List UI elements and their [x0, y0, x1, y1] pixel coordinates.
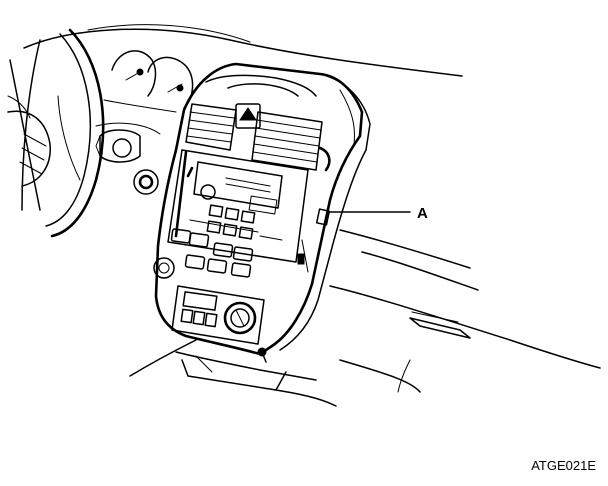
right-air-vent — [251, 111, 331, 172]
center-fascia-panel — [153, 62, 371, 363]
hazard-switch — [235, 103, 261, 129]
left-air-vent — [185, 103, 237, 151]
figure-code: ATGE021E — [531, 458, 596, 473]
audio-head-unit — [167, 149, 309, 263]
retaining-screw — [257, 347, 267, 363]
preset-buttons — [206, 204, 256, 240]
callout-a: A — [329, 205, 428, 222]
lower-console — [129, 339, 337, 407]
instrument-cluster — [103, 50, 194, 113]
heater-control-panel — [171, 285, 265, 345]
passenger-dashboard — [329, 229, 601, 393]
mounting-clip — [297, 208, 331, 273]
audio-control-buttons — [153, 228, 254, 279]
steering-wheel — [7, 28, 105, 238]
left-switch-panel — [95, 122, 161, 195]
callout-a-label: A — [417, 205, 428, 222]
